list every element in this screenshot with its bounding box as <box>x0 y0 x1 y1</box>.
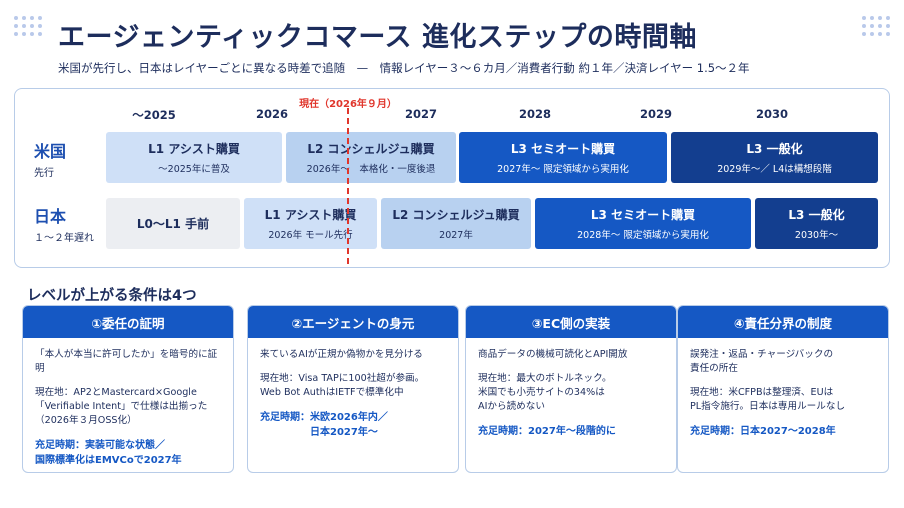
card-title: ③EC側の実装 <box>466 306 676 338</box>
jp-bar-l0: L0〜L1 手前 <box>106 198 240 249</box>
card-description: 「本人が本当に許可したか」を暗号的に証明 <box>35 349 218 374</box>
bar-sub: 2030年〜 <box>794 230 839 241</box>
country-jp: 日本 １〜２年遅れ <box>34 203 94 244</box>
country-name: 米国 <box>34 142 67 161</box>
card-status: 現在地：AP2とMastercard×Google 「Verifiable In… <box>35 387 208 426</box>
year-label-2025: 〜2025 <box>132 108 176 122</box>
card-description: 来ているAIが正規か偽物かを見分ける <box>260 349 423 360</box>
card-status: 現在地：最大のボトルネック。 米国でも小売サイトの34%は AIから読めない <box>478 373 612 412</box>
bar-sub: 2029年〜／ L4は構想段階 <box>717 164 832 175</box>
bar-sub: 2026年 モール先行 <box>268 230 353 241</box>
bar-title: L3 一般化 <box>788 208 845 222</box>
condition-card-agent-identity: ②エージェントの身元 来ているAIが正規か偽物かを見分ける 現在地：Visa T… <box>247 305 459 473</box>
us-bar-l3-general: L3 一般化 2029年〜／ L4は構想段階 <box>671 132 878 183</box>
us-bar-l3: L3 セミオート購買 2027年〜 限定領域から実用化 <box>459 132 667 183</box>
jp-bar-l2: L2 コンシェルジュ購買 2027年 <box>381 198 531 249</box>
card-goal: 充足時期：米欧2026年内／ 日本2027年〜 <box>260 412 388 438</box>
year-label-2027: 2027 <box>404 107 438 121</box>
card-goal: 充足時期：実装可能な状態／ 国際標準化はEMVCoで2027年 <box>35 440 182 466</box>
condition-card-ec-implementation: ③EC側の実装 商品データの機械可読化とAPI開放 現在地：最大のボトルネック。… <box>465 305 677 473</box>
country-us: 米国 先行 <box>34 138 66 179</box>
us-bar-l2: L2 コンシェルジュ購買 2026年〜 本格化・一度後退 <box>286 132 456 183</box>
bar-title: L1 アシスト購買 <box>264 208 357 222</box>
country-sub: １〜２年遅れ <box>34 233 94 244</box>
card-status: 現在地：米CFPBは整理済、EUは PL指令施行。日本は専用ルールなし <box>690 387 846 412</box>
card-goal: 充足時期：2027年〜段階的に <box>478 426 616 437</box>
conditions-title: レベルが上がる条件は4つ <box>27 288 197 304</box>
decorative-dots-left <box>14 16 42 36</box>
card-description: 誤発注・返品・チャージバックの 責任の所在 <box>690 349 834 374</box>
card-title: ①委任の証明 <box>23 306 233 338</box>
year-label-2029: 2029 <box>639 107 673 121</box>
country-sub: 先行 <box>34 168 54 179</box>
year-label-2030: 2030 <box>755 107 789 121</box>
bar-title: L3 一般化 <box>746 142 803 156</box>
year-label-2026: 2026 <box>255 107 289 121</box>
bar-title: L2 コンシェルジュ購買 <box>307 142 435 156</box>
bar-sub: 〜2025年に普及 <box>158 164 230 175</box>
now-marker-line <box>347 108 349 264</box>
bar-sub: 2027年 <box>439 230 473 241</box>
bar-sub: 2026年〜 本格化・一度後退 <box>306 164 436 175</box>
bar-title: L0〜L1 手前 <box>136 217 210 231</box>
bar-title: L3 セミオート購買 <box>510 142 616 156</box>
bar-sub: 2028年〜 限定領域から実用化 <box>577 230 709 241</box>
bar-sub: 2027年〜 限定領域から実用化 <box>497 164 629 175</box>
country-name: 日本 <box>34 207 67 226</box>
condition-card-delegation: ①委任の証明 「本人が本当に許可したか」を暗号的に証明 現在地：AP2とMast… <box>22 305 234 473</box>
now-marker-label: 現在（2026年９月） <box>299 99 397 110</box>
jp-bar-l3: L3 セミオート購買 2028年〜 限定領域から実用化 <box>535 198 751 249</box>
bar-title: L3 セミオート購買 <box>590 208 696 222</box>
card-description: 商品データの機械可読化とAPI開放 <box>478 349 628 360</box>
card-goal: 充足時期：日本2027〜2028年 <box>690 426 836 437</box>
card-title: ④責任分界の制度 <box>678 306 888 338</box>
card-title: ②エージェントの身元 <box>248 306 458 338</box>
page-subtitle: 米国が先行し、日本はレイヤーごとに異なる時差で追随 — 情報レイヤー３〜６カ月／… <box>58 61 750 75</box>
jp-bar-l1: L1 アシスト購買 2026年 モール先行 <box>244 198 377 249</box>
year-label-2028: 2028 <box>518 107 552 121</box>
condition-card-liability: ④責任分界の制度 誤発注・返品・チャージバックの 責任の所在 現在地：米CFPB… <box>677 305 889 473</box>
bar-title: L2 コンシェルジュ購買 <box>392 208 520 222</box>
bar-title: L1 アシスト購買 <box>148 142 240 156</box>
us-bar-l1: L1 アシスト購買 〜2025年に普及 <box>106 132 282 183</box>
page-title: エージェンティックコマース 進化ステップの時間軸 <box>58 22 697 53</box>
decorative-dots-right <box>862 16 890 36</box>
jp-bar-l3-general: L3 一般化 2030年〜 <box>755 198 878 249</box>
card-status: 現在地：Visa TAPに100社超が参画。 Web Bot AuthはIETF… <box>260 373 425 398</box>
